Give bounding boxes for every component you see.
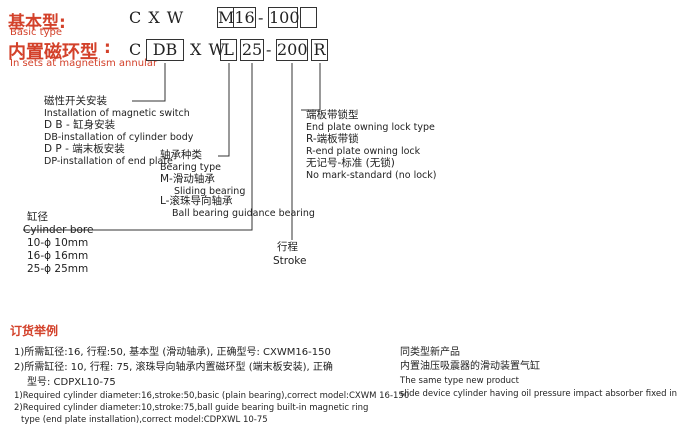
annular-dash: - xyxy=(266,40,273,59)
basic-box-lock xyxy=(300,7,317,28)
lock-none-en: No mark-standard (no lock) xyxy=(306,170,437,181)
lock-r-en: R-end plate owning lock xyxy=(306,146,421,157)
switch-dp-en: DP-installation of end plate xyxy=(44,156,173,167)
annular-box-bearing: L xyxy=(220,39,237,61)
line-switch-install xyxy=(132,63,166,102)
bearing-m-en: Sliding bearing xyxy=(174,186,246,197)
bore-item-25: 25-ϕ 25mm xyxy=(27,263,89,275)
switch-dp-cn: D P - 端末板安装 xyxy=(44,143,125,155)
new-product-en1: The same type new product xyxy=(400,376,520,386)
order-ex2-cn-b: 型号: CDPXL10-75 xyxy=(27,377,116,388)
order-ex2-en: 2)Required cylinder diameter:10,stroke:7… xyxy=(14,403,369,413)
annular-code-xw: X W xyxy=(190,40,226,59)
stroke-cn: 行程 xyxy=(277,241,298,253)
basic-dash: - xyxy=(258,8,265,27)
bore-item-16: 16-ϕ 16mm xyxy=(27,250,89,262)
switch-install-en: Installation of magnetic switch xyxy=(44,108,190,119)
annular-box-stroke: 200 xyxy=(276,39,308,61)
line-bore xyxy=(23,63,253,231)
lock-r-cn: R-端板带锁 xyxy=(306,133,359,145)
basic-box-bore: 16 xyxy=(234,7,256,28)
lock-cn: 端板带锁型 xyxy=(306,109,359,121)
basic-code-prefix: C X W xyxy=(129,8,185,27)
new-product-cn2: 内置油压吸震器的滑动装置气缸 xyxy=(400,361,540,372)
bearing-l-en: Ball bearing guidance bearing xyxy=(172,208,315,219)
bore-en: Cylinder bore xyxy=(23,224,94,236)
lock-none-cn: 无记号-标准 (无锁) xyxy=(306,157,395,169)
lock-en: End plate owning lock type xyxy=(306,122,435,133)
annular-type-title: 内置磁环型 xyxy=(8,42,98,63)
bore-item-10: 10-ϕ 10mm xyxy=(27,237,89,249)
annular-code-c: C xyxy=(129,40,143,59)
order-ex2-en-b: type (end plate installation),correct mo… xyxy=(21,415,268,425)
bearing-l-cn: L-滚珠导向轴承 xyxy=(160,195,233,207)
bearing-cn: 轴承种类 xyxy=(160,149,202,161)
new-product-cn1: 同类型新产品 xyxy=(400,347,460,358)
line-bearing xyxy=(218,63,230,157)
basic-box-stroke: 100 xyxy=(268,7,300,28)
order-ex1-cn: 1)所需缸径:16, 行程:50, 基本型 (滑动轴承), 正确型号: CXWM… xyxy=(14,347,331,358)
bearing-m-cn: M-滑动轴承 xyxy=(160,173,215,185)
annular-box-lock: R xyxy=(311,39,328,61)
line-lock xyxy=(301,63,321,111)
order-heading: 订货举例 xyxy=(10,324,59,338)
annular-colon: : xyxy=(104,38,111,58)
stroke-en: Stroke xyxy=(273,255,307,267)
new-product-en2: slide device cylinder having oil pressur… xyxy=(400,389,677,399)
switch-db-en: DB-installation of cylinder body xyxy=(44,132,194,143)
switch-db-cn: D B - 缸身安装 xyxy=(44,119,116,131)
bore-cn: 缸径 xyxy=(27,211,48,223)
annular-type-subtitle: In sets at magnetism annular xyxy=(10,58,158,69)
basic-type-subtitle: Basic type xyxy=(10,27,62,38)
basic-box-bearing: M xyxy=(217,7,235,28)
annular-box-bore: 25 xyxy=(240,39,264,61)
switch-install-cn: 磁性开关安装 xyxy=(44,95,107,107)
order-ex2-cn: 2)所需缸径: 10, 行程: 75, 滚珠导向轴承内置磁环型 (端末板安装),… xyxy=(14,362,333,373)
basic-type-title: 基本型: xyxy=(8,13,66,33)
annular-box-switch: DB xyxy=(146,39,184,61)
bearing-en: Bearing type xyxy=(160,162,222,173)
order-ex1-en: 1)Required cylinder diameter:16,stroke:5… xyxy=(14,391,410,401)
